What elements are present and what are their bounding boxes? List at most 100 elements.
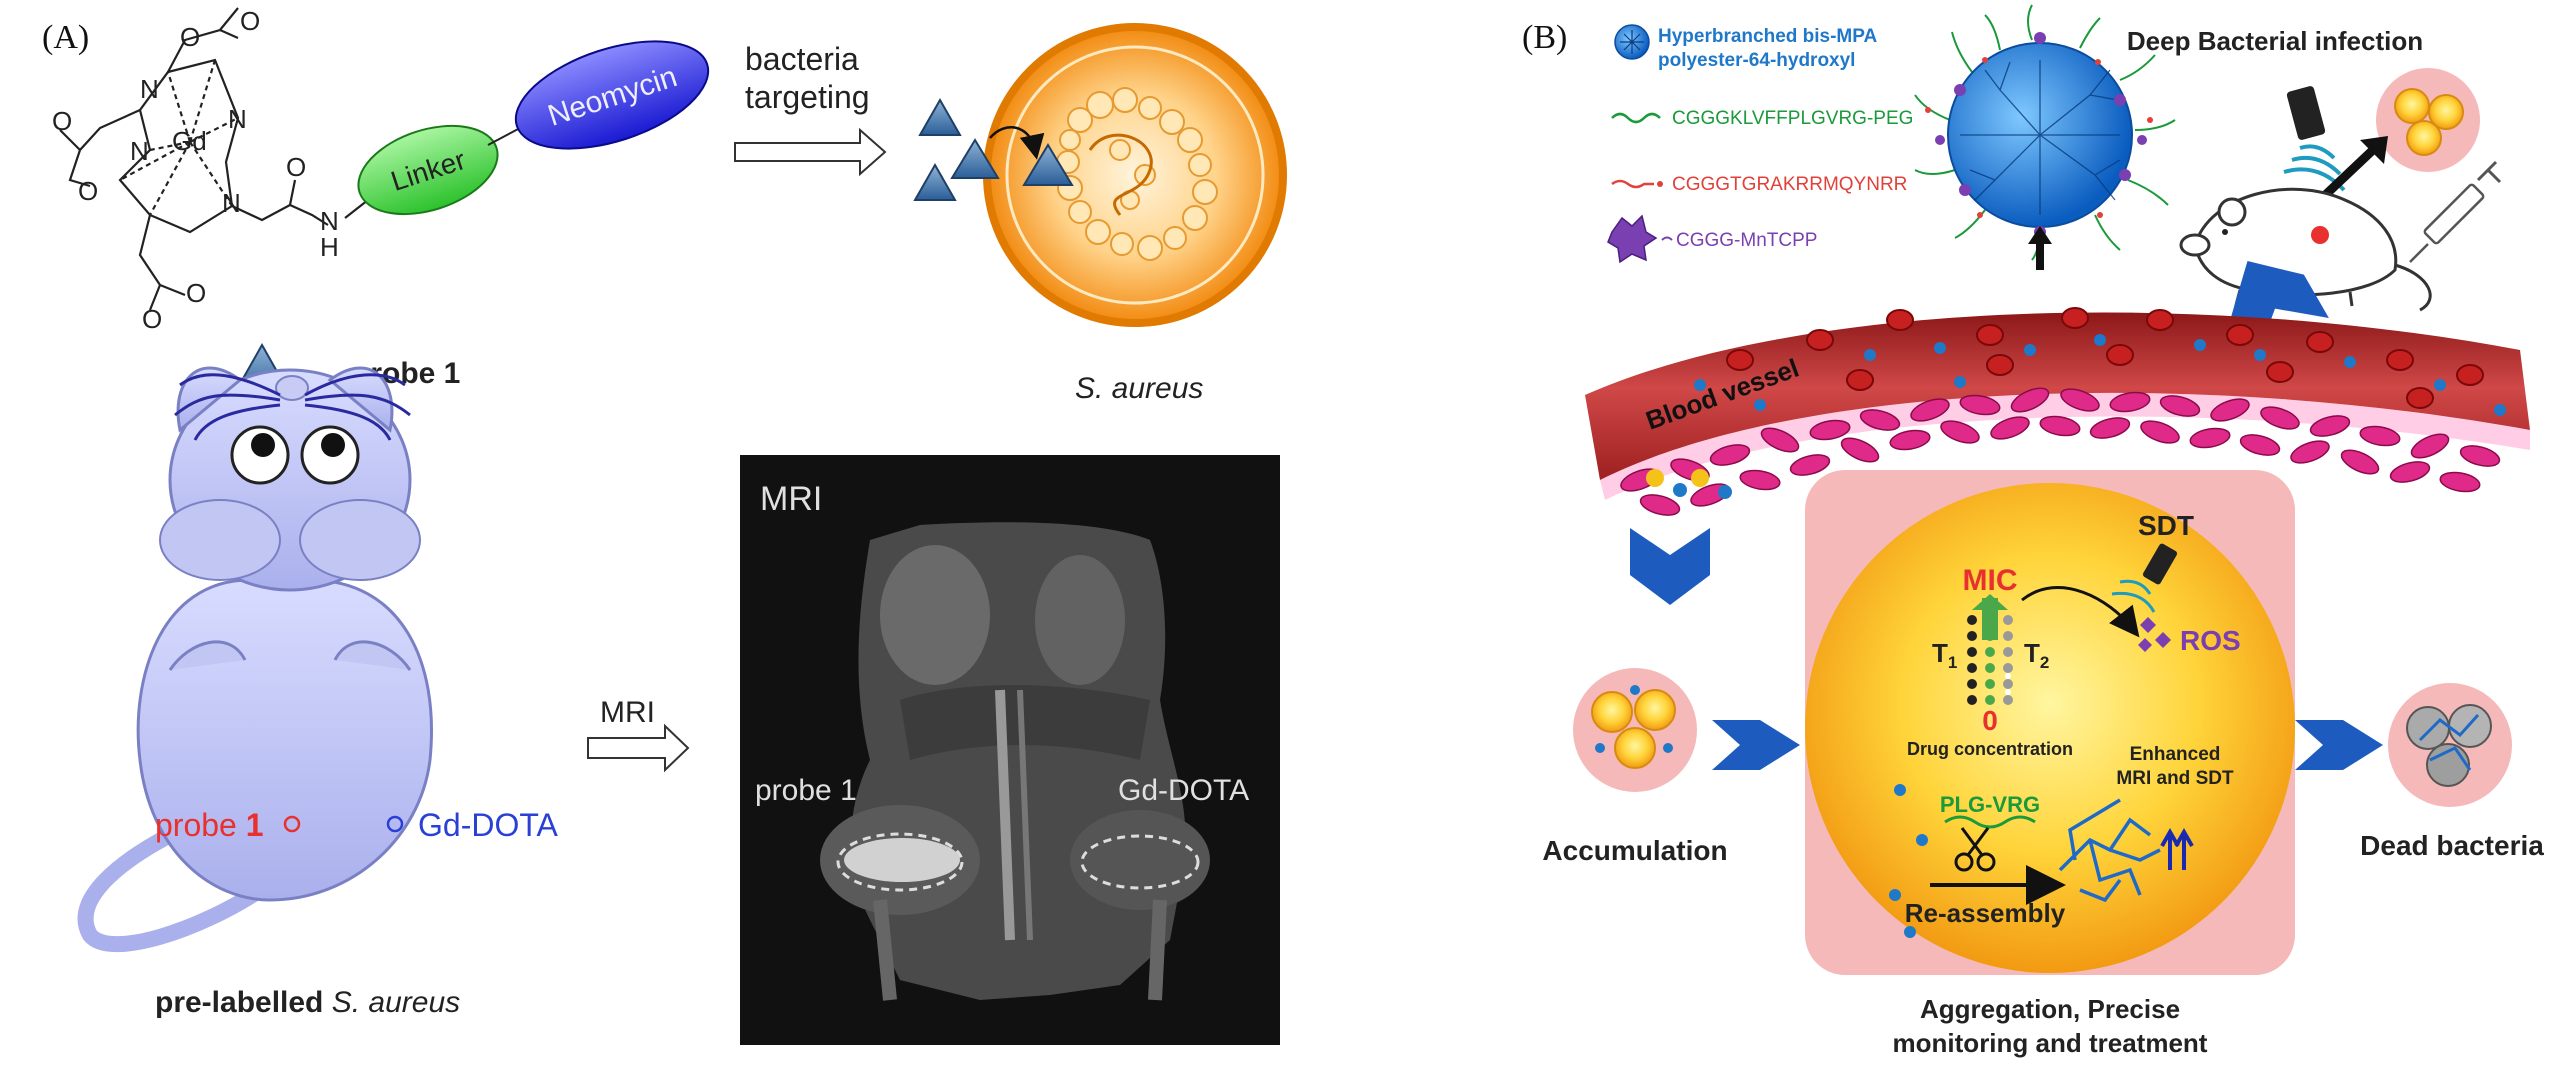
n-atom-4: N <box>222 188 241 218</box>
dota-atom-labels: Gd N N N N O O O O O O O N H <box>52 6 339 334</box>
sdt-label: SDT <box>2138 510 2194 541</box>
targeting-line1: bacteria <box>745 41 859 77</box>
ros-label: ROS <box>2180 625 2241 656</box>
s-aureus-bacterium <box>983 23 1287 327</box>
dota-chemical-structure <box>59 7 329 311</box>
o-atom-4: O <box>78 176 98 206</box>
mouse-probe-num: 1 <box>246 807 264 843</box>
nanoparticle <box>1914 4 2176 261</box>
dead-bacteria-label: Dead bacteria <box>2360 830 2544 861</box>
mouse-caption: pre-labelled S. aureus <box>155 986 460 1019</box>
reassembly-label: Re-assembly <box>1905 898 2066 928</box>
legend-peptide-peg: CGGGKLVFFPLGVRG-PEG <box>1672 108 1913 129</box>
bacterial-dna-coil <box>1056 87 1218 261</box>
legend-mntcpp-tail <box>1661 236 1673 241</box>
reassembled-network-icon <box>2058 798 2161 903</box>
legend-peptide-tat-dot <box>1657 181 1663 187</box>
mouse-caption-prefix: pre-labelled <box>155 986 332 1019</box>
drug-concentration-label: Drug concentration <box>1907 739 2073 759</box>
n-atom-2: N <box>228 104 247 134</box>
enhanced-line2: MRI and SDT <box>2116 768 2234 789</box>
accumulation-icon <box>1573 668 1697 792</box>
probe-triangles <box>913 97 1074 201</box>
targeting-line2: targeting <box>745 79 870 115</box>
deep-infection-icon <box>2376 68 2480 172</box>
probe-injection-site <box>283 815 301 833</box>
panel-b-label: (B) <box>1522 19 1567 56</box>
deep-infection-title: Deep Bacterial infection <box>2127 26 2423 56</box>
mri-arrow <box>587 723 690 773</box>
targeting-arrow <box>734 127 887 177</box>
legend-polymer-icon <box>1614 24 1650 60</box>
mic-to-ros-arrow <box>2021 586 2140 638</box>
o-atom-3: O <box>52 106 72 136</box>
ultrasound-probe-icon <box>2283 86 2346 192</box>
mri-title: MRI <box>760 480 822 518</box>
aggregation-line1: Aggregation, Precise <box>1920 994 2180 1024</box>
accumulation-label: Accumulation <box>1542 835 1727 866</box>
escaping-nanoparticles <box>1646 469 1732 499</box>
infection-arrow <box>2316 144 2379 204</box>
o-atom-7: O <box>286 152 306 182</box>
mouse-probe-label: probe 1 <box>155 807 264 843</box>
legend-mntcpp-icon <box>1607 214 1658 264</box>
o-atom-5: O <box>142 304 162 334</box>
bacterial-aggregate-disc <box>1805 483 2295 973</box>
t2-label: T2 <box>2024 638 2049 672</box>
s-aureus-label: S. aureus <box>1075 372 1203 405</box>
dead-bacteria-icon <box>2388 683 2512 807</box>
enhanced-line1: Enhanced <box>2130 744 2221 765</box>
zero-label: 0 <box>1982 705 1998 736</box>
mic-label: MIC <box>1963 564 2018 597</box>
neomycin-ellipse: Neomycin <box>514 40 710 150</box>
aggregation-line2: monitoring and treatment <box>1893 1028 2208 1058</box>
linker-neomycin-bond <box>487 127 521 146</box>
t1-text: T <box>1932 638 1948 668</box>
linker-bond <box>344 199 369 219</box>
t1-label: T1 <box>1932 638 1957 672</box>
legend-polymer-line1: Hyperbranched bis-MPA <box>1658 26 1878 47</box>
plg-vrg-label: PLG-VRG <box>1940 792 2040 817</box>
binding-arrow <box>989 126 1045 160</box>
o-atom-6: O <box>186 278 206 308</box>
n-atom-1: N <box>140 74 159 104</box>
vessel-nanoparticles <box>1694 334 2506 416</box>
legend-polymer-line2: polyester-64-hydroxyl <box>1658 50 1855 71</box>
mic-gauge <box>1967 594 2013 705</box>
accumulation-chevron <box>1630 528 1710 605</box>
mouse-caption-italic: S. aureus <box>332 986 460 1019</box>
h-atom: H <box>320 232 339 262</box>
accumulation-to-center-chevron <box>1712 720 1800 770</box>
n-atom-3: N <box>130 136 149 166</box>
nanoparticle-arrow-head <box>2028 226 2052 244</box>
ros-cluster-icon <box>2138 617 2171 652</box>
syringe-icon <box>2409 160 2502 263</box>
center-to-dead-chevron <box>2295 720 2383 770</box>
scissors-icon <box>1954 827 1996 872</box>
mri-gd-dota-label: Gd-DOTA <box>1118 774 1249 807</box>
gd-atom: Gd <box>172 126 207 156</box>
t2-text: T <box>2024 638 2040 668</box>
infection-arrow-head <box>2360 136 2388 164</box>
red-blood-cells <box>1726 307 2484 409</box>
legend-peptide-peg-icon <box>1611 112 1661 124</box>
mri-arrow-label: MRI <box>600 696 655 729</box>
t1-sub: 1 <box>1948 653 1957 672</box>
legend-peptide-tat: CGGGTGRAKRRMQYNRR <box>1672 174 1907 195</box>
mouse-illustration <box>77 366 433 953</box>
mri-scan-image <box>740 455 1280 1045</box>
legend-peptide-tat-icon <box>1611 179 1654 189</box>
o-atom-2: O <box>180 22 200 52</box>
mri-probe-label: probe 1 <box>755 774 857 807</box>
o-atom-1: O <box>240 6 260 36</box>
mouse-gd-dota-label: Gd-DOTA <box>418 807 559 843</box>
panel-a-label: (A) <box>42 19 89 56</box>
probe-label-top-num: 1 <box>444 357 461 390</box>
plg-vrg-chain <box>1944 815 2036 829</box>
nh-atom: N <box>320 206 339 236</box>
tissue-cells <box>1620 387 2501 516</box>
mouse-probe-prefix: probe <box>155 807 246 843</box>
linker-ellipse: Linker <box>357 124 499 216</box>
